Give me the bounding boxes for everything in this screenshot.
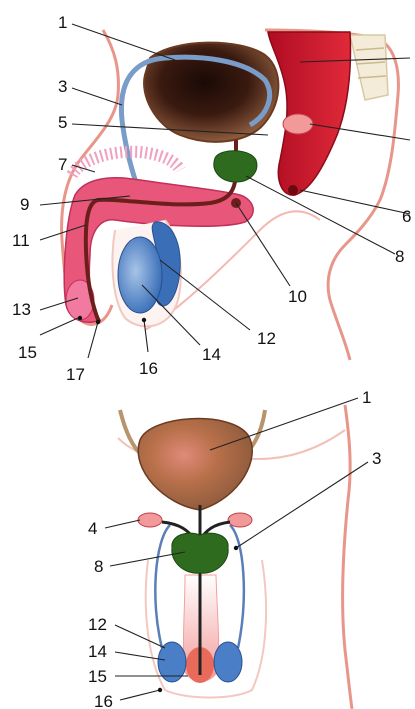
front-vas-left (155, 525, 170, 648)
seminal-vesicle (283, 114, 313, 134)
front-label-1: 1 (362, 388, 371, 407)
testis (118, 237, 162, 313)
label-14: 14 (202, 345, 221, 364)
front-testis-right (214, 642, 242, 682)
label-6: 6 (402, 207, 411, 226)
frontal-view (118, 405, 352, 709)
front-label-8: 8 (94, 557, 103, 576)
label-7: 7 (58, 155, 67, 174)
label-13: 13 (12, 300, 31, 319)
front-seminal-vesicle-left (138, 513, 162, 527)
label-15: 15 (18, 343, 37, 362)
front-vas-right (230, 525, 244, 648)
rectum (268, 32, 350, 195)
label-17: 17 (66, 365, 85, 384)
label-11: 11 (12, 231, 30, 250)
front-body-outline-right (343, 405, 352, 709)
label-12: 12 (257, 329, 276, 348)
label-10: 10 (288, 287, 307, 306)
front-label-4: 4 (88, 519, 97, 538)
label-1: 1 (58, 13, 67, 32)
sacrum (350, 35, 388, 100)
label-8: 8 (395, 247, 404, 266)
prostate (214, 151, 257, 182)
sagittal-view (62, 30, 399, 360)
front-bladder (138, 419, 252, 510)
front-label-15: 15 (88, 667, 107, 686)
label-5: 5 (58, 113, 67, 132)
label-16: 16 (139, 359, 158, 378)
front-label-12: 12 (88, 615, 107, 634)
label-9: 9 (20, 195, 29, 214)
front-label-14: 14 (88, 642, 107, 661)
label-3: 3 (58, 77, 67, 96)
front-label-3: 3 (372, 449, 381, 468)
front-label-16: 16 (94, 692, 113, 709)
foreskin-ridges (72, 152, 180, 175)
front-seminal-vesicle-right (228, 513, 252, 527)
anus (288, 185, 298, 195)
